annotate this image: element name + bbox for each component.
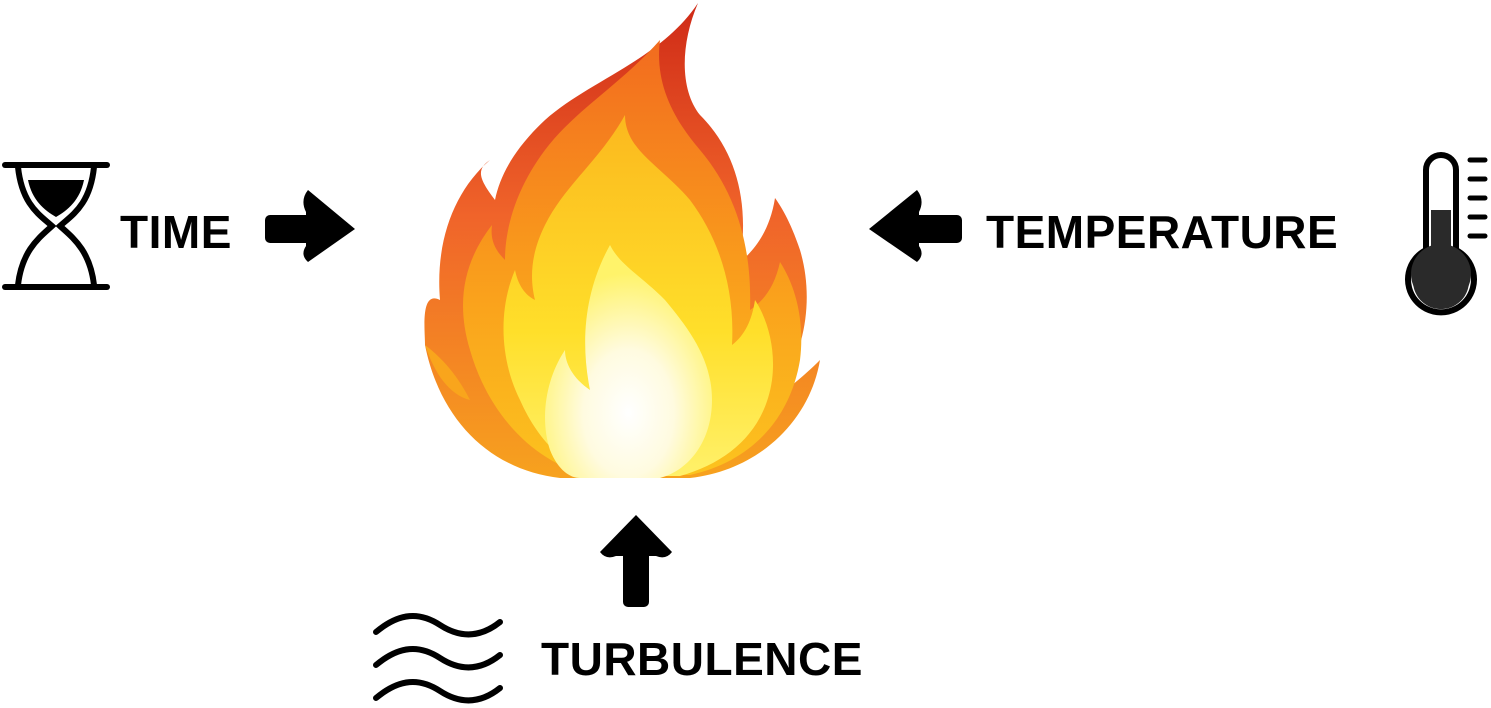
waves-icon bbox=[376, 616, 500, 700]
arrow-time-to-fire bbox=[265, 190, 355, 262]
arrow-turbulence-to-fire bbox=[600, 515, 672, 607]
thermometer-icon bbox=[1408, 155, 1485, 312]
label-temperature: TEMPERATURE bbox=[986, 209, 1338, 255]
label-time: TIME bbox=[120, 209, 232, 255]
fire-icon bbox=[424, 3, 820, 478]
arrow-temperature-to-fire bbox=[869, 190, 962, 262]
hourglass-icon bbox=[5, 165, 107, 287]
label-turbulence: TURBULENCE bbox=[541, 636, 863, 682]
